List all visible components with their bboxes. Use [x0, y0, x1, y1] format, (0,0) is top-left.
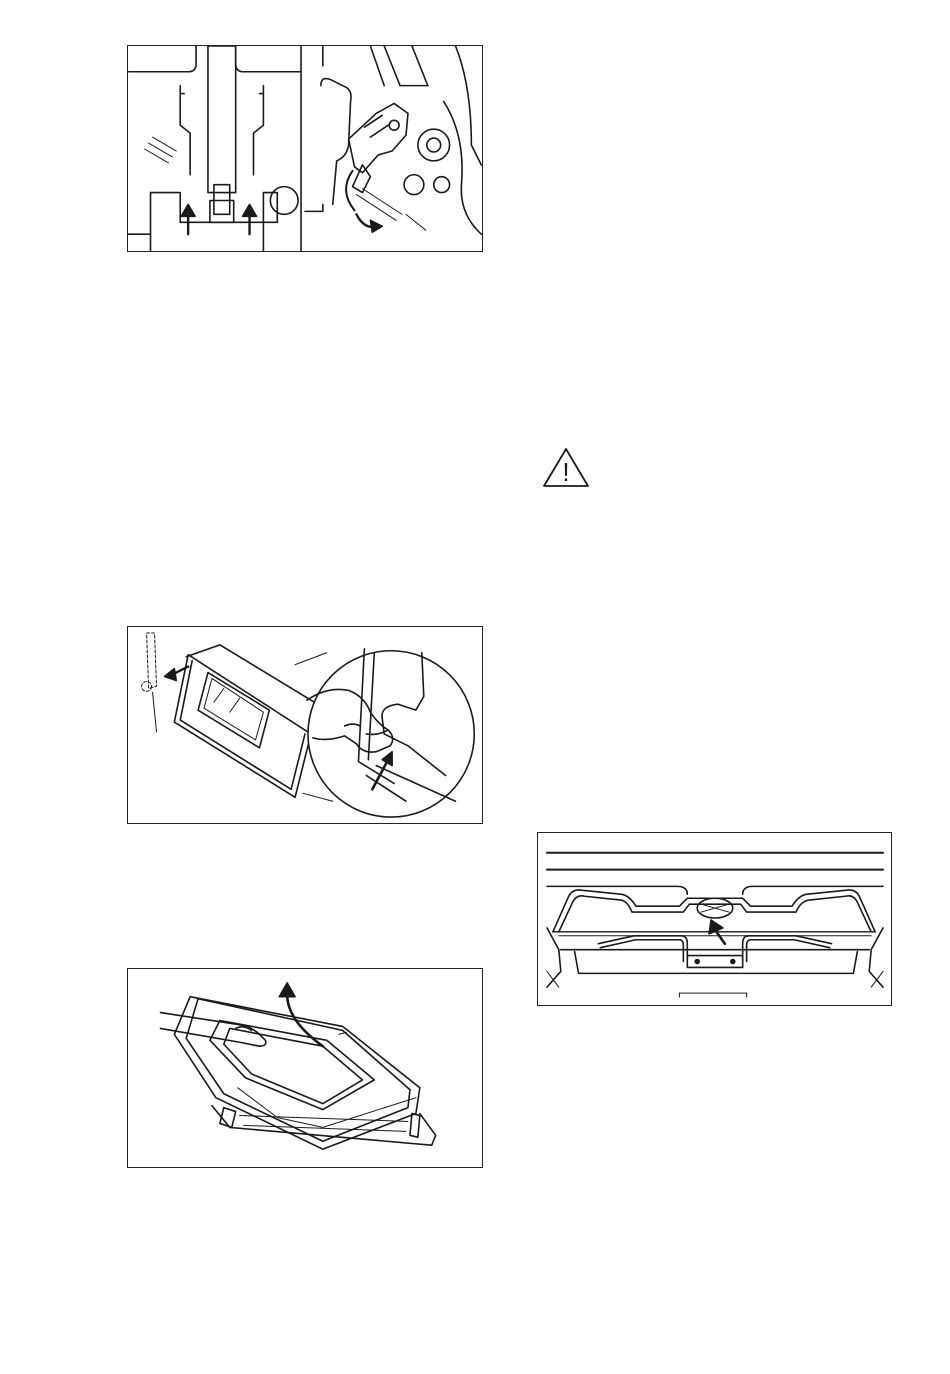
glass-panel-removal-figure — [127, 968, 483, 1168]
door-removal-figure — [127, 626, 483, 824]
warning-glyph: ! — [562, 457, 569, 487]
oven-lamp-illustration — [538, 833, 891, 1005]
hinge-release-figure — [127, 45, 483, 252]
glass-panel-removal-illustration — [128, 969, 482, 1167]
hinge-release-illustration — [128, 46, 482, 251]
warning-triangle-icon: ! — [541, 446, 591, 488]
oven-lamp-figure — [537, 832, 892, 1006]
door-removal-illustration — [128, 627, 482, 823]
